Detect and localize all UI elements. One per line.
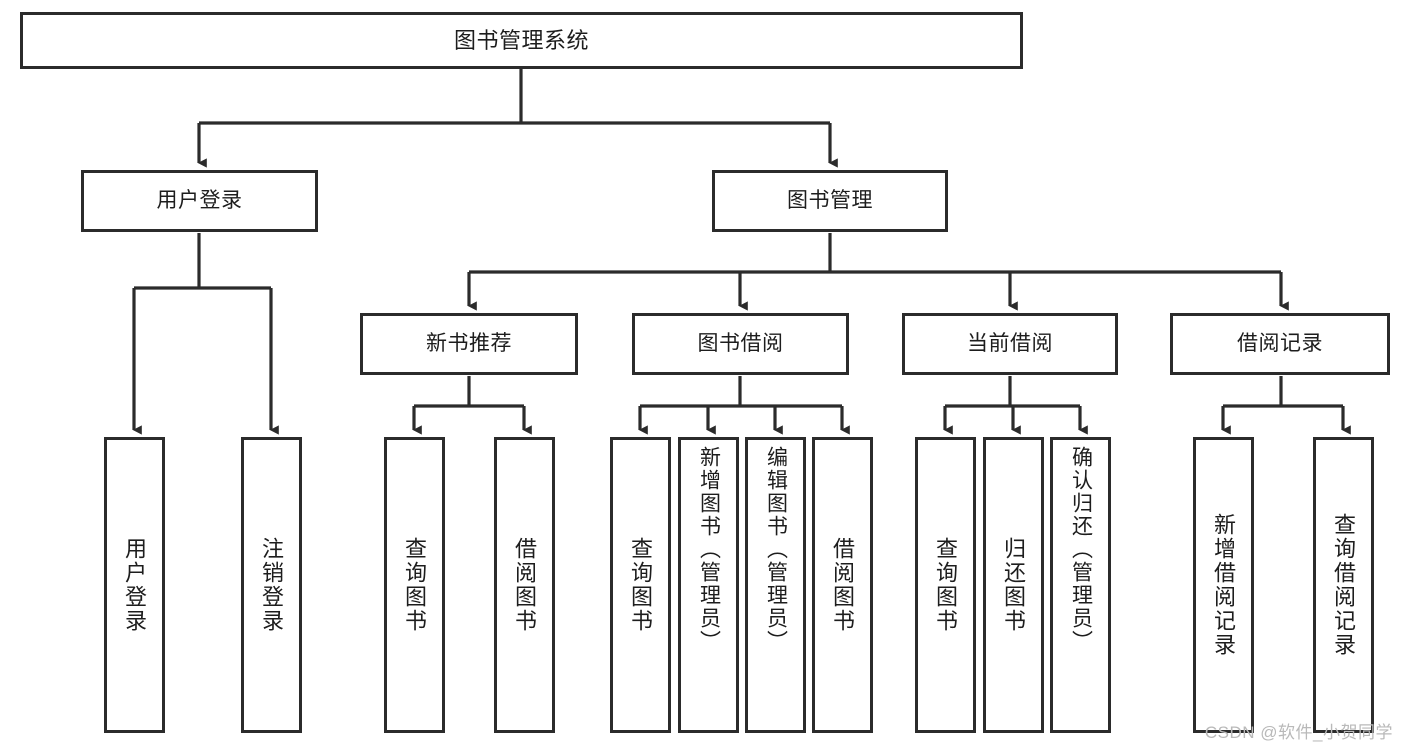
- node-current-borrow[interactable]: 当前借阅: [902, 313, 1118, 375]
- leaf-query-book-current[interactable]: 查询图书: [915, 437, 976, 733]
- leaf-edit-book[interactable]: 编辑图书（管理员）: [745, 437, 806, 733]
- leaf-query-book-borrow[interactable]: 查询图书: [610, 437, 671, 733]
- leaf-query-book-recommend[interactable]: 查询图书: [384, 437, 445, 733]
- node-label: 当前借阅: [967, 331, 1053, 355]
- leaf-query-borrow-record[interactable]: 查询借阅记录: [1313, 437, 1374, 733]
- node-borrow-record[interactable]: 借阅记录: [1170, 313, 1390, 375]
- node-label: 借阅图书: [830, 537, 856, 633]
- node-book-borrow[interactable]: 图书借阅: [632, 313, 849, 375]
- node-book-management[interactable]: 图书管理: [712, 170, 948, 232]
- leaf-return-book[interactable]: 归还图书: [983, 437, 1044, 733]
- node-label: 用户登录: [122, 537, 148, 633]
- leaf-add-borrow-record[interactable]: 新增借阅记录: [1193, 437, 1254, 733]
- node-label: 确认归还（管理员）: [1069, 446, 1093, 653]
- leaf-user-login[interactable]: 用户登录: [104, 437, 165, 733]
- node-label: 借阅记录: [1237, 331, 1323, 355]
- node-label: 查询图书: [628, 537, 654, 633]
- node-label: 新书推荐: [426, 331, 512, 355]
- node-root-system[interactable]: 图书管理系统: [20, 12, 1023, 69]
- leaf-add-book[interactable]: 新增图书（管理员）: [678, 437, 739, 733]
- node-label: 查询借阅记录: [1331, 513, 1357, 657]
- node-label: 新增借阅记录: [1211, 513, 1237, 657]
- node-label: 注销登录: [259, 537, 285, 633]
- leaf-logout-login[interactable]: 注销登录: [241, 437, 302, 733]
- node-label: 图书管理系统: [453, 27, 589, 53]
- node-label: 新增图书（管理员）: [697, 446, 721, 653]
- leaf-borrow-book-recommend[interactable]: 借阅图书: [494, 437, 555, 733]
- leaf-confirm-return[interactable]: 确认归还（管理员）: [1050, 437, 1111, 733]
- node-label: 编辑图书（管理员）: [764, 446, 788, 653]
- node-label: 图书借阅: [697, 331, 784, 355]
- watermark-text: CSDN @软件_小贺同学: [1204, 723, 1393, 742]
- node-label: 用户登录: [156, 188, 243, 212]
- node-label: 归还图书: [1001, 537, 1027, 633]
- node-label: 借阅图书: [512, 537, 538, 633]
- node-new-book-recommend[interactable]: 新书推荐: [360, 313, 578, 375]
- node-label: 查询图书: [933, 537, 959, 633]
- node-label: 图书管理: [787, 188, 873, 212]
- leaf-borrow-book-borrow[interactable]: 借阅图书: [812, 437, 873, 733]
- node-label: 查询图书: [402, 537, 428, 633]
- node-user-login[interactable]: 用户登录: [81, 170, 318, 232]
